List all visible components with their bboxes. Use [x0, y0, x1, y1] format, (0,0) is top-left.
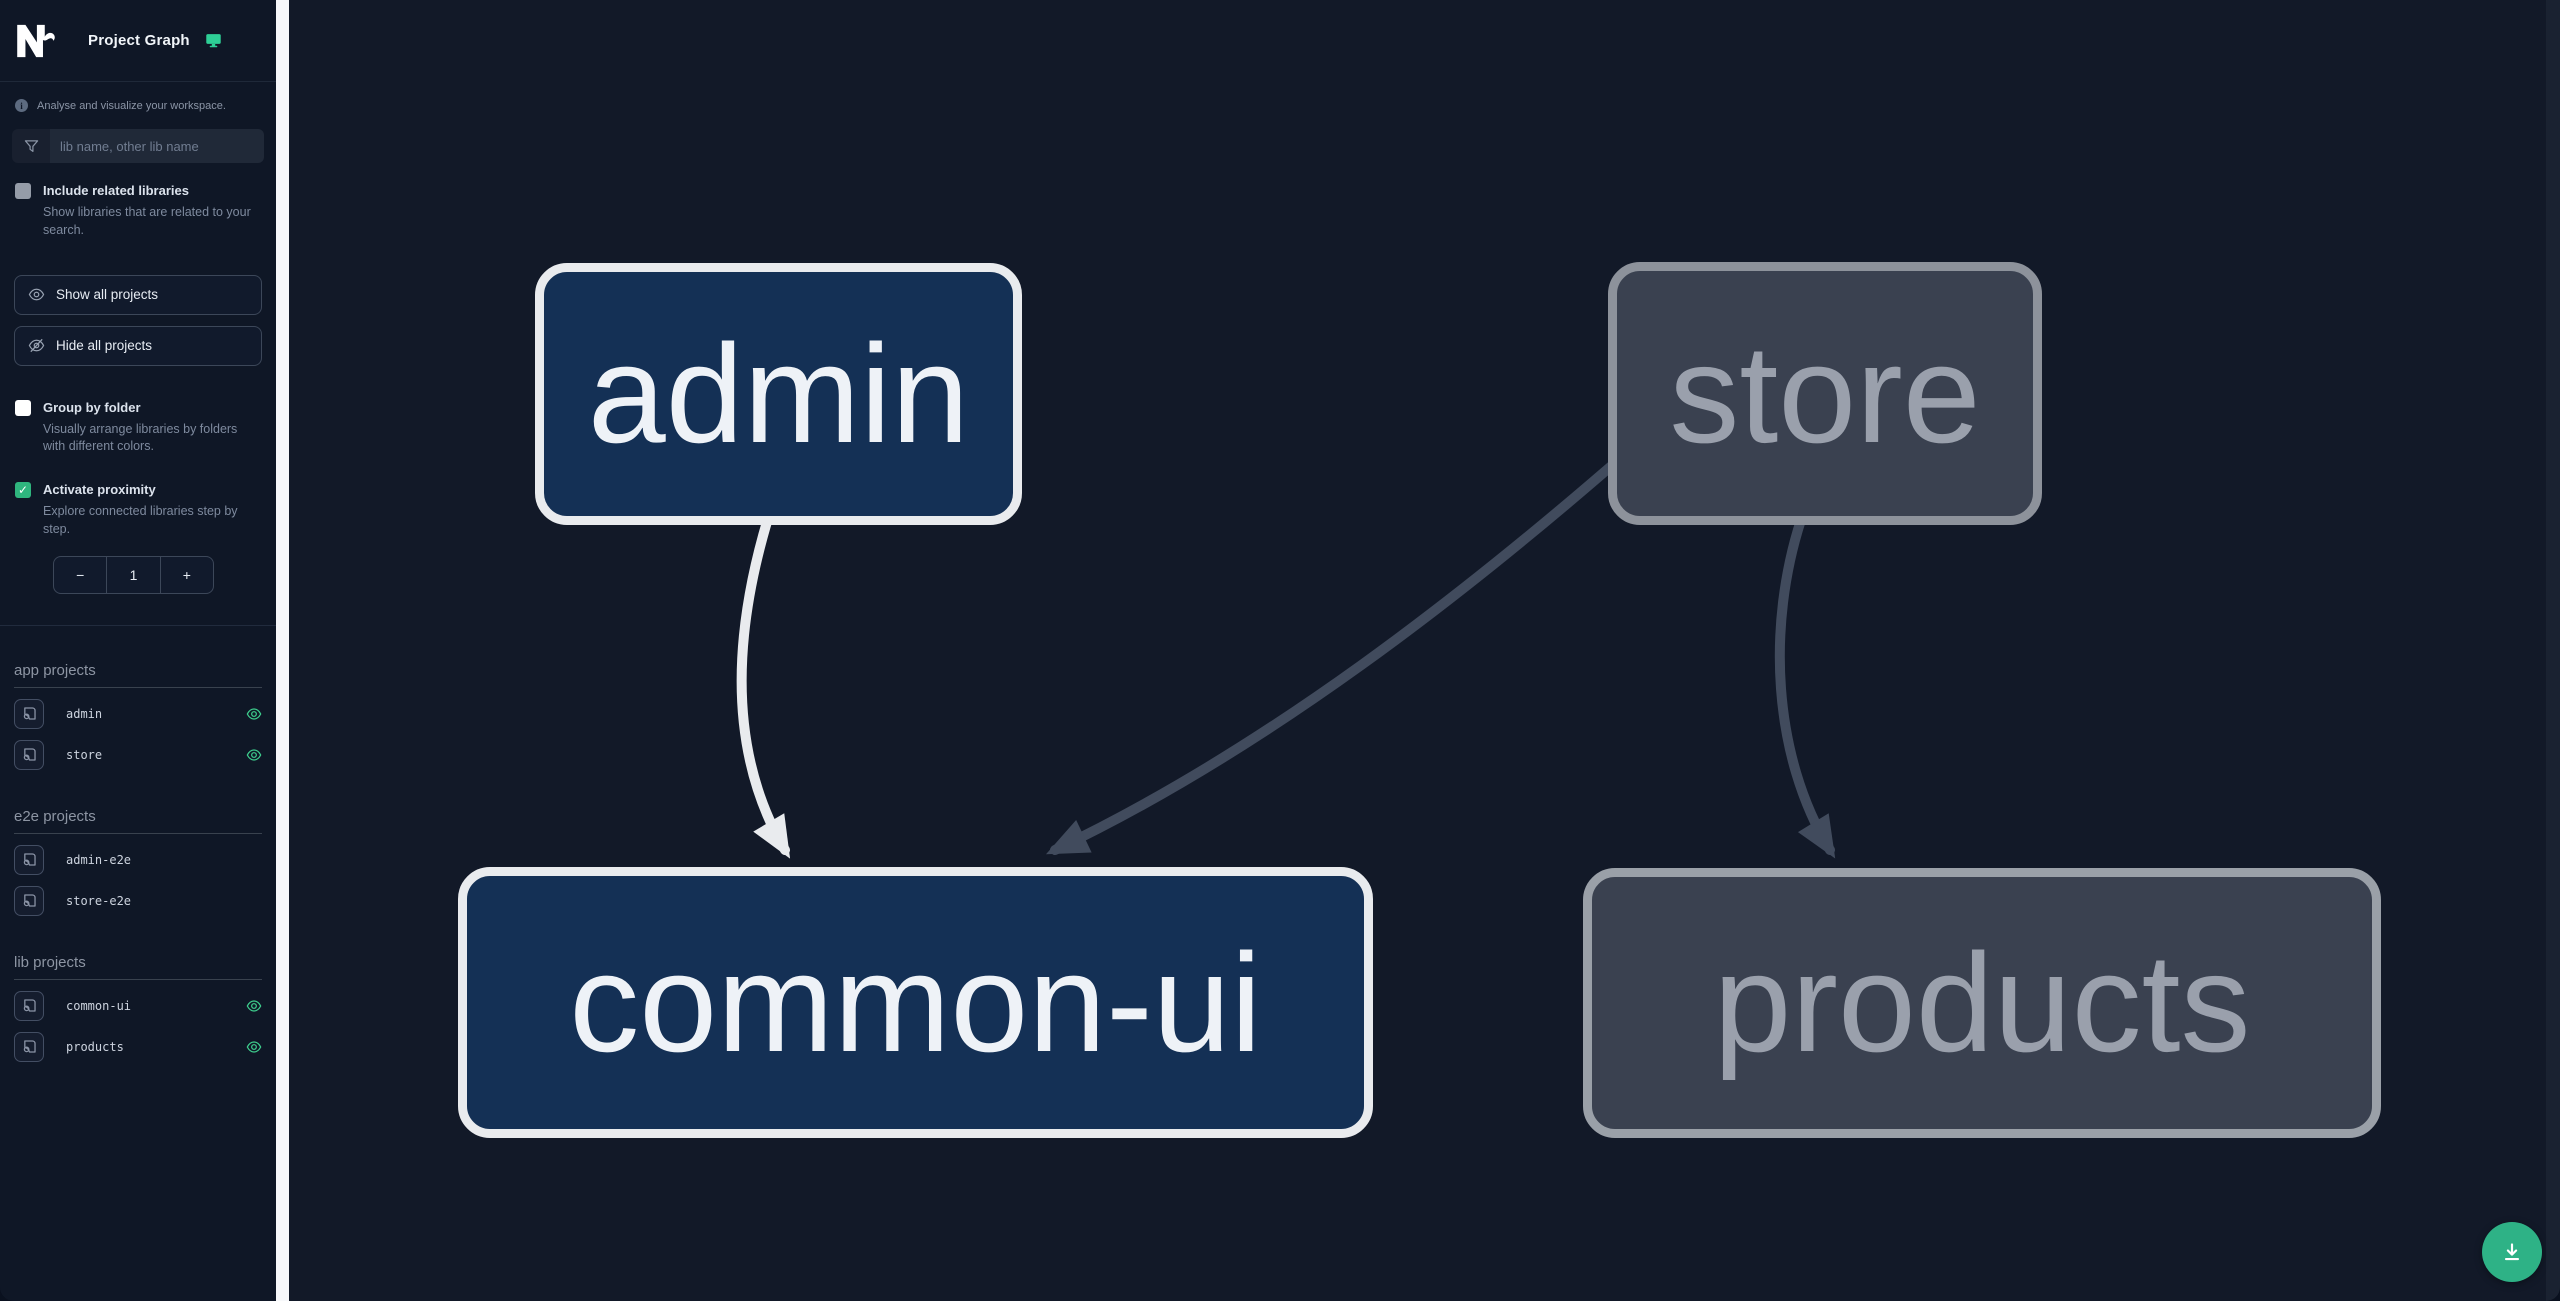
include-related-description: Show libraries that are related to your …	[43, 205, 251, 237]
sidebar-resize-handle[interactable]	[276, 0, 289, 1301]
increment-button[interactable]: +	[159, 556, 213, 593]
activate-proximity-description: Explore connected libraries step by step…	[43, 504, 238, 536]
section-lib-projects: lib projects common-ui	[0, 954, 276, 1062]
nx-logo-icon	[17, 24, 55, 57]
group-by-folder-label: Group by folder	[43, 399, 141, 415]
show-all-projects-button[interactable]: Show all projects	[14, 274, 262, 315]
eye-off-icon	[28, 338, 45, 353]
funnel-icon	[12, 129, 50, 163]
project-row-admin[interactable]: admin	[14, 698, 262, 729]
hide-all-projects-button[interactable]: Hide all projects	[14, 325, 262, 366]
eye-icon[interactable]	[246, 998, 262, 1014]
project-icon[interactable]	[14, 739, 44, 770]
section-title: lib projects	[14, 954, 262, 980]
include-related-label: Include related libraries	[43, 183, 189, 198]
activate-proximity-label: Activate proximity	[43, 482, 156, 497]
section-e2e-projects: e2e projects admin-e2e store-	[0, 808, 276, 916]
monitor-icon[interactable]	[205, 32, 222, 49]
group-by-folder-checkbox-row[interactable]: Group by folder Visually arrange librari…	[0, 399, 276, 457]
edge-store-to-common-ui	[1045, 450, 1629, 855]
project-row-common-ui[interactable]: common-ui	[14, 990, 262, 1021]
section-title: e2e projects	[14, 808, 262, 834]
section-title: app projects	[14, 662, 262, 688]
search-bar	[12, 129, 264, 163]
eye-icon[interactable]	[246, 1039, 262, 1055]
sidebar-divider	[0, 624, 276, 626]
download-image-button[interactable]	[2482, 1222, 2542, 1282]
sidebar: Project Graph i Analyse and visualize yo…	[0, 0, 276, 1301]
project-row-store[interactable]: store	[14, 739, 262, 770]
eye-icon[interactable]	[246, 706, 262, 722]
download-icon	[2504, 1243, 2520, 1261]
project-row-admin-e2e[interactable]: admin-e2e	[14, 844, 262, 875]
project-icon[interactable]	[14, 844, 44, 875]
info-icon: i	[15, 99, 28, 112]
graph-node-common-ui[interactable]: common-ui	[458, 867, 1373, 1138]
project-row-store-e2e[interactable]: store-e2e	[14, 885, 262, 916]
group-by-folder-description: Visually arrange libraries by folders wi…	[43, 421, 238, 454]
workspace-tagline: i Analyse and visualize your workspace.	[0, 99, 276, 112]
graph-canvas[interactable]: admin store common-ui products	[289, 0, 2560, 1301]
vertical-scrollbar[interactable]	[2546, 0, 2560, 1301]
proximity-depth-stepper: − 1 +	[53, 555, 214, 594]
edge-store-to-products	[1774, 515, 1836, 859]
eye-icon[interactable]	[246, 747, 262, 763]
project-icon[interactable]	[14, 990, 44, 1021]
edge-admin-to-common-ui	[736, 510, 791, 859]
eye-icon	[28, 288, 45, 301]
sidebar-header: Project Graph	[0, 0, 276, 82]
search-input[interactable]	[50, 129, 264, 163]
project-icon[interactable]	[14, 698, 44, 729]
checkbox-unchecked[interactable]	[15, 183, 31, 199]
graph-edges-layer	[736, 450, 1836, 859]
stepper-value: 1	[129, 566, 138, 583]
project-row-products[interactable]: products	[14, 1031, 262, 1062]
section-app-projects: app projects admin	[0, 662, 276, 770]
project-icon[interactable]	[14, 1031, 44, 1062]
graph-node-admin[interactable]: admin	[535, 263, 1022, 525]
checkbox-checked[interactable]: ✓	[15, 482, 31, 498]
activate-proximity-checkbox-row[interactable]: ✓ Activate proximity Explore connected l…	[0, 481, 276, 539]
graph-node-products[interactable]: products	[1583, 868, 2381, 1138]
include-related-checkbox-row[interactable]: Include related libraries Show libraries…	[0, 182, 276, 240]
project-icon[interactable]	[14, 885, 44, 916]
page-title: Project Graph	[88, 32, 190, 49]
decrement-button[interactable]: −	[54, 556, 108, 593]
graph-node-store[interactable]: store	[1608, 262, 2042, 525]
checkbox-unchecked[interactable]	[15, 399, 31, 416]
